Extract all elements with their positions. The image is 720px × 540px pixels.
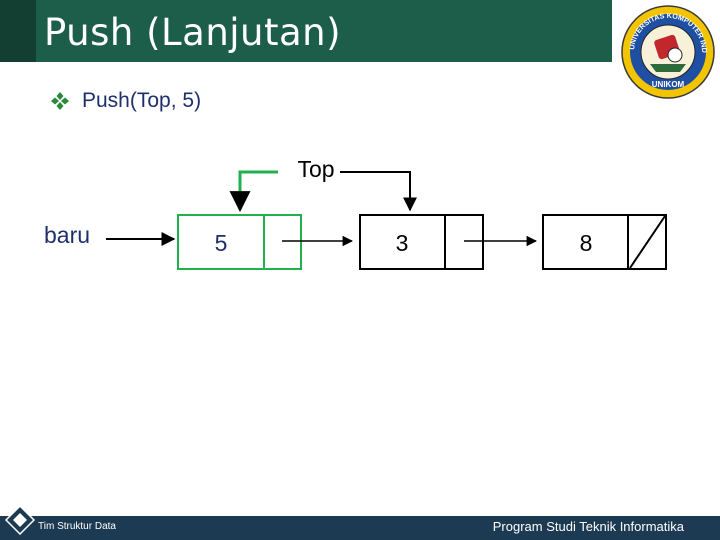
logo-base-shape — [650, 64, 686, 72]
node-3-box — [542, 214, 667, 270]
node-new: 5 — [177, 214, 302, 270]
node-2: 3 — [359, 214, 484, 270]
node-3-null-slash — [629, 215, 666, 269]
logo-gear-icon — [667, 47, 683, 63]
node-new-box — [177, 214, 302, 270]
header-bar-shade — [0, 0, 36, 62]
header-bar — [0, 0, 612, 62]
baru-pointer-label: baru — [44, 222, 90, 248]
slide-title: Push (Lanjutan) — [44, 11, 342, 54]
top-old-pointer-arrow — [340, 171, 417, 212]
footer-bar — [0, 516, 720, 540]
footer-right-text: Program Studi Teknik Informatika — [492, 519, 684, 534]
footer-diamond-icon — [4, 505, 36, 535]
node-new-value: 5 — [215, 230, 228, 256]
logo-box: UNIVERSITAS KOMPUTER INDONESIA UNIKOM — [609, 0, 720, 102]
diamond-bullet-icon — [51, 92, 69, 110]
logo-bottom-text: UNIKOM — [652, 80, 685, 89]
node-2-box — [359, 214, 484, 270]
bullet-text: Push(Top, 5) — [82, 89, 202, 112]
bullet-line: Push(Top, 5) — [50, 86, 201, 116]
node-3: 8 — [542, 214, 667, 270]
node-2-value: 3 — [396, 230, 409, 256]
top-new-pointer-arrow — [229, 170, 278, 213]
top-pointer-label: Top — [297, 156, 334, 182]
node-3-value: 8 — [580, 230, 593, 256]
university-logo: UNIVERSITAS KOMPUTER INDONESIA UNIKOM — [609, 0, 715, 99]
footer-left-text: Tim Struktur Data — [38, 521, 116, 532]
